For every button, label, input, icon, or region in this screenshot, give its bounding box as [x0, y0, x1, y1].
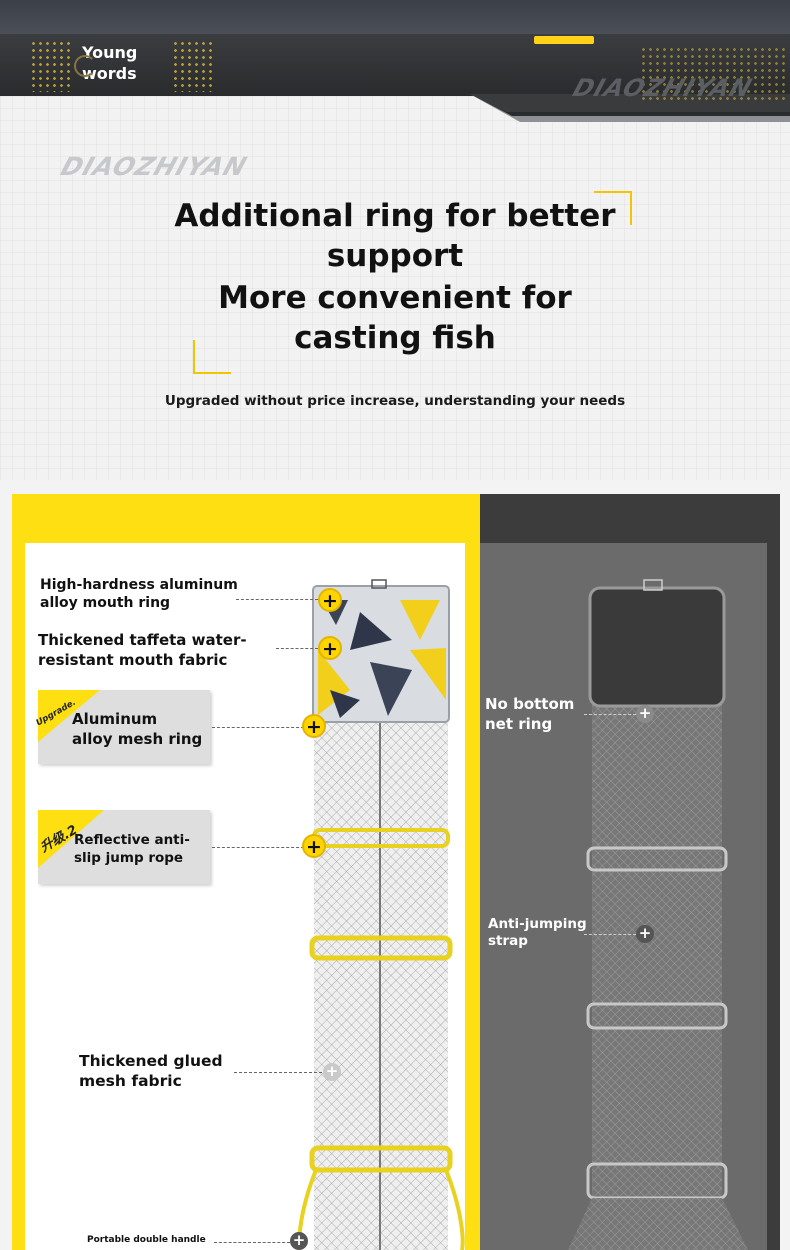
leader-jump-rope: [212, 847, 304, 848]
label-mouth-ring-line2: alloy mouth ring: [40, 595, 171, 611]
label-jump-rope: Reflective anti- slip jump rope: [74, 831, 190, 867]
plus-icon-handle[interactable]: +: [290, 1232, 308, 1250]
headline-line2: support: [326, 238, 464, 274]
leader-mouth-ring: [236, 599, 318, 600]
upgrade-ribbon-1: [38, 690, 100, 742]
label-glued-mesh: Thickened glued mesh fabric: [79, 1051, 223, 1091]
label-anti-jump-line2: strap: [488, 933, 528, 949]
plus-icon-no-bottom[interactable]: +: [636, 705, 654, 723]
plus-icon-mesh-ring[interactable]: +: [302, 714, 326, 738]
hero-headline: Additional ring for better support More …: [95, 196, 695, 358]
upgrade-ribbon-2: [38, 810, 104, 868]
plus-icon-glued-mesh[interactable]: +: [323, 1063, 341, 1081]
leader-handle: [214, 1242, 290, 1243]
leader-glued-mesh: [234, 1072, 322, 1073]
leader-mesh-ring: [212, 727, 304, 728]
logo-ring-icon: [74, 55, 96, 77]
leader-no-bottom: [584, 714, 636, 715]
corner-accent-top-right: [594, 191, 632, 225]
leader-anti-jump: [584, 934, 636, 935]
label-glued-mesh-line2: mesh fabric: [79, 1072, 182, 1090]
leader-mouth-fabric: [276, 648, 318, 649]
plus-icon-jump-rope[interactable]: +: [302, 834, 326, 858]
headline-line4: casting fish: [294, 320, 496, 356]
label-jump-rope-line2: slip jump rope: [74, 850, 184, 866]
label-mesh-ring-line2: alloy mesh ring: [72, 730, 203, 748]
label-anti-jump-strap: Anti-jumping strap: [488, 916, 587, 950]
label-no-bottom-line1: No bottom: [485, 695, 575, 713]
dot-pattern-logo-right: [172, 40, 214, 92]
label-mesh-ring-line1: Aluminum: [72, 710, 158, 728]
corner-accent-bottom-left: [193, 340, 231, 374]
label-mouth-ring: High-hardness aluminum alloy mouth ring: [40, 576, 238, 612]
label-anti-jump-line1: Anti-jumping: [488, 916, 587, 932]
label-no-bottom-line2: net ring: [485, 715, 553, 733]
plus-icon-mouth-ring[interactable]: +: [318, 588, 342, 612]
top-bar: [0, 0, 790, 36]
label-mesh-ring: Aluminum alloy mesh ring: [72, 709, 202, 749]
headline-line3: More convenient for: [218, 280, 572, 316]
label-handle: Portable double handle: [87, 1235, 206, 1245]
banner-slant-shape: [0, 94, 790, 122]
dot-pattern-left: [30, 40, 72, 92]
hero-subline: Upgraded without price increase, underst…: [164, 393, 626, 409]
label-mouth-fabric-line1: Thickened taffeta water-: [38, 631, 247, 649]
label-no-bottom-ring: No bottom net ring: [485, 694, 574, 734]
label-mouth-ring-line1: High-hardness aluminum: [40, 577, 238, 593]
plus-icon-anti-jump[interactable]: +: [636, 925, 654, 943]
dot-pattern-right: [640, 46, 785, 102]
label-glued-mesh-line1: Thickened glued: [79, 1052, 223, 1070]
plus-icon-mouth-fabric[interactable]: +: [318, 636, 342, 660]
logo-text-line2: words: [82, 64, 137, 83]
logo-text-line1: Young: [82, 43, 138, 62]
banner-accent-tab: [534, 36, 594, 44]
headline-line1: Additional ring for better: [174, 198, 616, 234]
label-mouth-fabric: Thickened taffeta water- resistant mouth…: [38, 630, 247, 670]
label-jump-rope-line1: Reflective anti-: [74, 832, 190, 848]
brand-logo: Young words: [74, 42, 152, 88]
label-mouth-fabric-line2: resistant mouth fabric: [38, 651, 228, 669]
